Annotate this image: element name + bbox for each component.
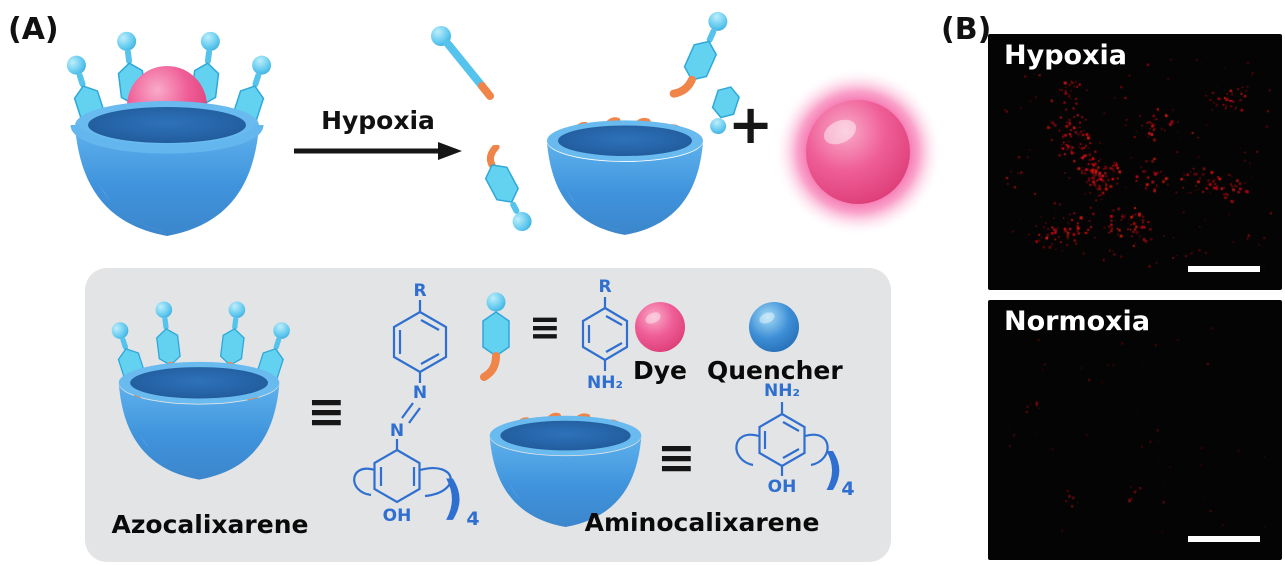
fragment-hexagon bbox=[484, 164, 519, 203]
released-rod-fragment bbox=[431, 26, 494, 100]
benzene-ring bbox=[581, 297, 629, 371]
fluorescence-speckles-normoxia bbox=[988, 300, 1282, 560]
benzene-ring bbox=[735, 402, 829, 476]
amine-label: NH₂ bbox=[764, 381, 800, 401]
fluorescence-image-normoxia: Normoxia bbox=[988, 300, 1282, 560]
azo-n2-label: N bbox=[390, 421, 404, 441]
azocalixarene-label: Azocalixarene bbox=[111, 510, 309, 539]
azo-n1-label: N bbox=[413, 383, 427, 403]
calixarene-cup-icon bbox=[546, 120, 704, 235]
azocalixarene-cartoon bbox=[97, 290, 302, 480]
quencher-sphere-icon bbox=[749, 302, 799, 352]
azo-double-bond bbox=[401, 402, 421, 424]
benzene-ring bbox=[392, 300, 448, 383]
panel-b-label: (B) bbox=[941, 12, 992, 47]
hydroxyl-label: OH bbox=[383, 506, 412, 526]
dye-sphere bbox=[806, 100, 910, 204]
subscript-4: 4 bbox=[841, 478, 854, 500]
legend-box: ≡ R N N OH ) 4 bbox=[85, 268, 891, 562]
subscript-4: 4 bbox=[466, 508, 479, 530]
equivalence-symbol: ≡ bbox=[307, 384, 346, 438]
dye-sphere-icon bbox=[635, 302, 685, 352]
lower-ring bbox=[353, 439, 452, 504]
azocalixarene-dye-complex-illustration bbox=[50, 22, 285, 236]
plus-sign: + bbox=[728, 93, 774, 156]
bracket: ) bbox=[823, 444, 843, 495]
reaction-arrow-group: Hypoxia bbox=[292, 106, 464, 167]
dye-label: Dye bbox=[632, 356, 687, 385]
aniline-cartoon bbox=[480, 292, 510, 381]
scale-bar bbox=[1188, 266, 1260, 272]
normoxia-image-label: Normoxia bbox=[1004, 306, 1151, 337]
released-hexagon-fragment bbox=[710, 86, 740, 135]
empty-aminocalixarene-cup-illustration bbox=[546, 100, 704, 235]
quencher-label: Quencher bbox=[707, 356, 843, 385]
cup-front-rim bbox=[70, 124, 264, 154]
scale-bar bbox=[1188, 536, 1260, 542]
panel-a-label: (A) bbox=[8, 12, 59, 47]
aminocalixarene-structure: NH₂ OH ) 4 bbox=[735, 381, 855, 500]
r-group-label: R bbox=[598, 278, 611, 297]
fluorescence-image-hypoxia: Hypoxia bbox=[988, 34, 1282, 290]
aniline-structure: R NH₂ bbox=[581, 278, 629, 393]
fluorescence-speckles-hypoxia bbox=[988, 34, 1282, 290]
equivalence-symbol: ≡ bbox=[529, 305, 561, 349]
hydroxyl-label: OH bbox=[768, 477, 797, 497]
calixarene-cup-icon bbox=[75, 101, 259, 236]
released-dye-glow-illustration bbox=[774, 68, 942, 236]
released-aniline-fragment bbox=[484, 145, 532, 231]
hypoxia-arrow-label: Hypoxia bbox=[321, 106, 435, 135]
azocalixarene-structure: R N N OH ) 4 bbox=[353, 281, 480, 530]
bracket: ) bbox=[442, 471, 463, 525]
equivalence-symbol: ≡ bbox=[657, 430, 696, 484]
amine-label: NH₂ bbox=[587, 373, 623, 393]
r-group-label: R bbox=[413, 281, 426, 301]
right-arrow-icon bbox=[294, 142, 462, 160]
aminocalixarene-label: Aminocalixarene bbox=[584, 508, 820, 537]
fragment-ball bbox=[512, 211, 532, 231]
hypoxia-image-label: Hypoxia bbox=[1004, 40, 1127, 71]
